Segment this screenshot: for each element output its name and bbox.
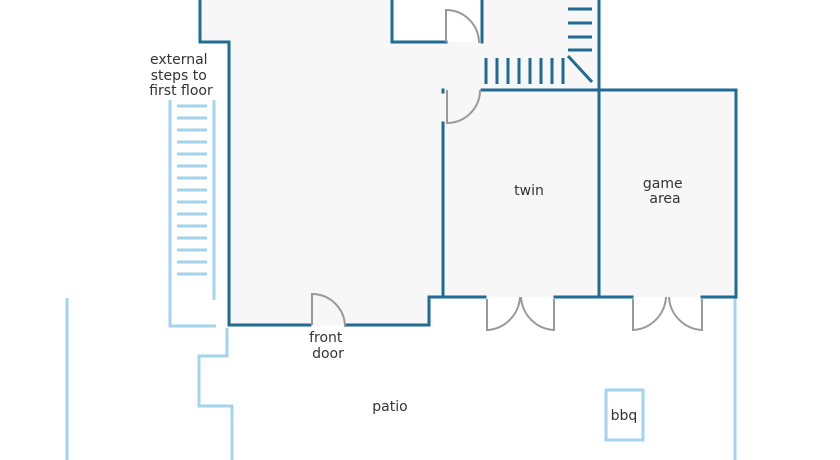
walls bbox=[198, 0, 738, 327]
game-area-label: game area bbox=[643, 176, 687, 207]
twin-double-door bbox=[486, 296, 555, 332]
floor-area bbox=[200, 0, 736, 325]
bbq-label: bbq bbox=[611, 408, 638, 424]
bbq-box bbox=[604, 388, 645, 442]
inner-wall bbox=[390, 0, 484, 44]
main-room-wall bbox=[198, 0, 738, 327]
twin-room-floor bbox=[443, 90, 599, 297]
upper-door-swing bbox=[445, 8, 480, 44]
external-steps-label: external steps to first floor bbox=[149, 52, 213, 99]
internal-stairs bbox=[484, 7, 594, 84]
main-room-floor bbox=[200, 0, 482, 325]
front-door-swing bbox=[311, 292, 346, 328]
game-double-door bbox=[632, 296, 703, 332]
front-door-label: front door bbox=[309, 330, 347, 362]
hall-door-swing bbox=[446, 89, 481, 125]
steps-outline bbox=[168, 100, 216, 328]
labels: external steps to first floor front door… bbox=[149, 52, 687, 424]
patio-label: patio bbox=[372, 399, 407, 415]
exterior-features bbox=[65, 100, 737, 460]
patio-wall bbox=[197, 328, 234, 460]
twin-room-label: twin bbox=[514, 183, 544, 199]
game-area-floor bbox=[599, 90, 736, 297]
external-steps bbox=[177, 104, 207, 276]
doors bbox=[311, 8, 703, 332]
